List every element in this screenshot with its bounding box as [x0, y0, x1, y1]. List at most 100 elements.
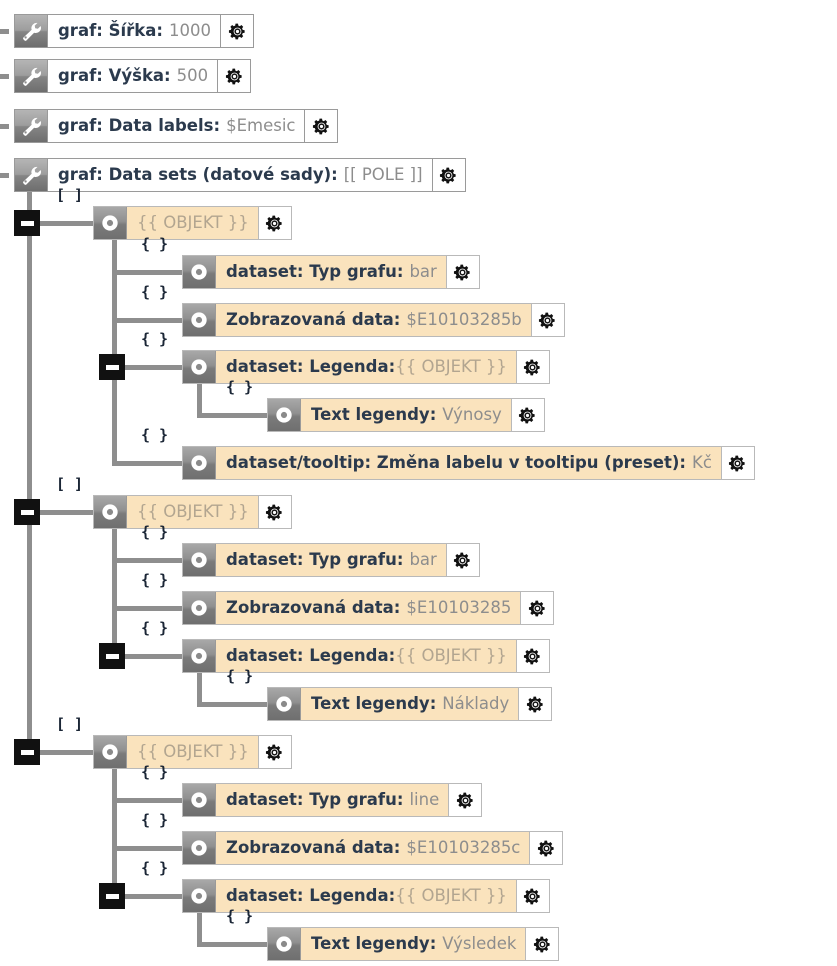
tree-connector-horizontal	[125, 894, 182, 899]
tree-connector-horizontal	[40, 221, 93, 226]
tree-node-dataset-2-header[interactable]: {{ OBJEKT }}	[93, 495, 292, 529]
tree-connector-vertical	[112, 529, 117, 656]
tree-connector-stub	[0, 173, 9, 178]
node-label-dataset-2-header: {{ OBJEKT }}	[127, 496, 258, 528]
record-circle-icon	[183, 544, 216, 576]
tree-node-dataset-1-header[interactable]: {{ OBJEKT }}	[93, 206, 292, 240]
gear-icon[interactable]	[515, 640, 549, 672]
tree-connector-horizontal	[112, 558, 182, 563]
wrench-icon	[15, 110, 48, 142]
node-key-ds1-legenda-text: Text legendy:	[311, 404, 437, 424]
gear-icon[interactable]	[304, 110, 338, 142]
node-key-graf-vyska: graf: Výška:	[58, 65, 171, 85]
tree-connector-horizontal	[197, 413, 267, 418]
node-value-ds1-data: $E10103285b	[406, 309, 522, 329]
object-tag-ds2-typ: { }	[141, 523, 169, 541]
collapse-toggle-ds3-legenda[interactable]	[99, 883, 125, 909]
node-label-ds3-typ: dataset: Typ grafu:line	[216, 784, 449, 816]
gear-icon[interactable]	[217, 60, 251, 92]
gear-icon[interactable]	[515, 880, 549, 912]
tree-connector-vertical	[112, 769, 117, 896]
object-tag-ds2-legenda: { }	[141, 619, 169, 637]
node-value-graf-data-labels: $Emesic	[226, 115, 296, 135]
gear-icon[interactable]	[257, 736, 291, 768]
object-tag-ds1-tooltip: { }	[141, 426, 169, 444]
tree-node-ds2-typ[interactable]: dataset: Typ grafu:bar	[182, 543, 480, 577]
tree-node-ds1-legenda[interactable]: dataset: Legenda:{{ OBJEKT }}	[182, 350, 550, 384]
node-label-ds1-legenda: dataset: Legenda:{{ OBJEKT }}	[216, 351, 516, 383]
minus-toggle-icon	[105, 364, 119, 370]
tree-node-ds1-data[interactable]: Zobrazovaná data:$E10103285b	[182, 303, 565, 337]
tree-connector-vertical	[197, 384, 202, 415]
gear-icon[interactable]	[510, 399, 544, 431]
object-tag-ds2-legenda-text: { }	[226, 667, 254, 685]
tree-node-ds3-legenda-text[interactable]: Text legendy:Výsledek	[267, 927, 560, 961]
gear-icon[interactable]	[518, 688, 552, 720]
gear-icon[interactable]	[720, 447, 754, 479]
tree-node-graf-vyska[interactable]: graf: Výška:500	[14, 59, 252, 93]
tree-node-ds3-data[interactable]: Zobrazovaná data:$E10103285c	[182, 831, 564, 865]
tree-connector-stub	[0, 124, 9, 129]
collapse-toggle-ds2-legenda[interactable]	[99, 643, 125, 669]
gear-icon[interactable]	[257, 207, 291, 239]
tree-connector-horizontal	[112, 798, 182, 803]
node-key-ds3-data: Zobrazovaná data:	[226, 837, 401, 857]
node-label-dataset-1-header: {{ OBJEKT }}	[127, 207, 258, 239]
gear-icon[interactable]	[520, 592, 554, 624]
gear-icon[interactable]	[448, 784, 482, 816]
tree-node-ds2-legenda[interactable]: dataset: Legenda:{{ OBJEKT }}	[182, 639, 550, 673]
tree-node-ds1-tooltip[interactable]: dataset/tooltip: Změna labelu v tooltipu…	[182, 446, 755, 480]
tree-node-ds1-legenda-text[interactable]: Text legendy:Výnosy	[267, 398, 545, 432]
gear-icon[interactable]	[530, 304, 564, 336]
tree-connector-stub	[0, 29, 9, 34]
minus-toggle-icon	[20, 509, 34, 515]
tree-node-ds3-legenda[interactable]: dataset: Legenda:{{ OBJEKT }}	[182, 879, 550, 913]
tree-node-graf-data-labels[interactable]: graf: Data labels:$Emesic	[14, 109, 339, 143]
tree-connector-stub	[0, 74, 9, 79]
tree-node-ds2-data[interactable]: Zobrazovaná data:$E10103285	[182, 591, 555, 625]
gear-icon[interactable]	[515, 351, 549, 383]
node-label-ds3-data: Zobrazovaná data:$E10103285c	[216, 832, 530, 864]
tree-node-dataset-3-header[interactable]: {{ OBJEKT }}	[93, 735, 292, 769]
gear-icon[interactable]	[445, 544, 479, 576]
minus-toggle-icon	[20, 220, 34, 226]
tree-node-ds1-typ[interactable]: dataset: Typ grafu:bar	[182, 255, 480, 289]
wrench-icon	[15, 15, 48, 47]
collapse-toggle-dataset-1[interactable]	[14, 210, 40, 236]
tree-connector-horizontal	[125, 654, 182, 659]
node-value-ds2-legenda-text: Náklady	[442, 693, 510, 713]
node-value-ds1-legenda: {{ OBJEKT }}	[395, 356, 507, 376]
object-tag-ds1-legenda: { }	[141, 330, 169, 348]
node-label-ds2-data: Zobrazovaná data:$E10103285	[216, 592, 521, 624]
gear-icon[interactable]	[529, 832, 563, 864]
node-value-graf-vyska: 500	[176, 65, 209, 85]
node-value-ds3-typ: line	[409, 789, 440, 809]
tree-node-ds2-legenda-text[interactable]: Text legendy:Náklady	[267, 687, 553, 721]
record-circle-icon	[183, 447, 216, 479]
tree-node-ds3-typ[interactable]: dataset: Typ grafu:line	[182, 783, 483, 817]
record-circle-icon	[268, 928, 301, 960]
tree-connector-horizontal	[112, 846, 182, 851]
tree-node-graf-sirka[interactable]: graf: Šířka:1000	[14, 14, 254, 48]
tree-node-graf-data-sets[interactable]: graf: Data sets (datové sady):[[ POLE ]]	[14, 158, 466, 192]
node-value-ds3-data: $E10103285c	[406, 837, 521, 857]
node-value-dataset-3-header: {{ OBJEKT }}	[137, 741, 249, 761]
node-key-ds1-tooltip: dataset/tooltip: Změna labelu v tooltipu…	[226, 452, 686, 472]
collapse-toggle-dataset-2[interactable]	[14, 499, 40, 525]
tree-connector-horizontal	[40, 750, 93, 755]
node-label-ds1-tooltip: dataset/tooltip: Změna labelu v tooltipu…	[216, 447, 721, 479]
record-circle-icon	[183, 351, 216, 383]
record-circle-icon	[94, 496, 127, 528]
node-key-graf-sirka: graf: Šířka:	[58, 20, 163, 40]
gear-icon[interactable]	[257, 496, 291, 528]
gear-icon[interactable]	[431, 159, 465, 191]
array-tag-dataset-1: [ ]	[56, 186, 84, 204]
collapse-toggle-dataset-3[interactable]	[14, 739, 40, 765]
record-circle-icon	[183, 832, 216, 864]
node-label-ds3-legenda: dataset: Legenda:{{ OBJEKT }}	[216, 880, 516, 912]
record-circle-icon	[183, 640, 216, 672]
collapse-toggle-ds1-legenda[interactable]	[99, 354, 125, 380]
gear-icon[interactable]	[445, 256, 479, 288]
gear-icon[interactable]	[525, 928, 559, 960]
gear-icon[interactable]	[220, 15, 253, 47]
